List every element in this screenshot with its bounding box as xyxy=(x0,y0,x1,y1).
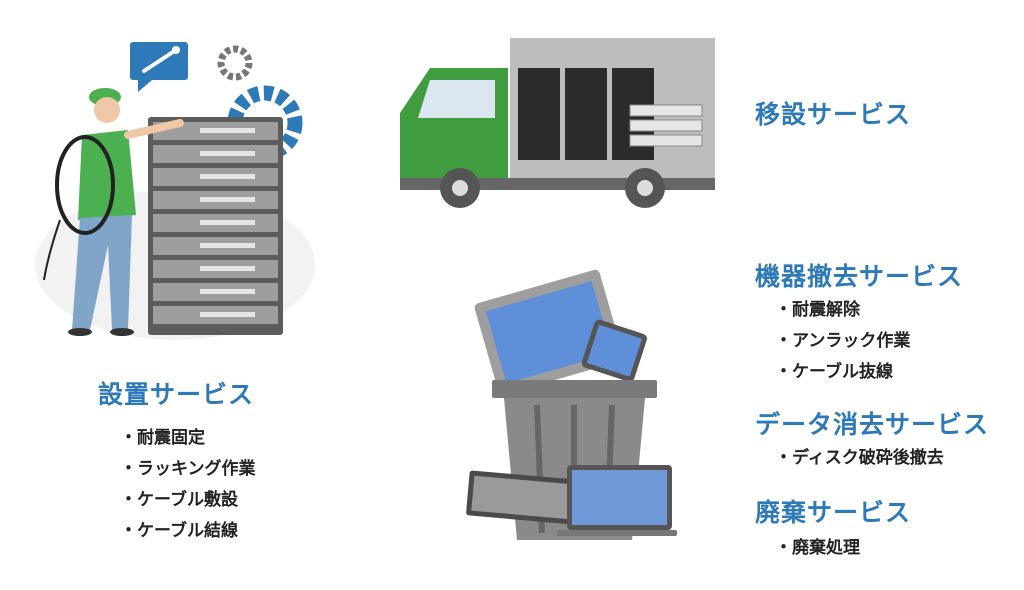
server-rack xyxy=(148,117,283,335)
disposal-service-list: ・廃棄処理 xyxy=(775,533,860,564)
list-item: ・ケーブル抜線 xyxy=(775,362,893,382)
list-item: ・ケーブル敷設 xyxy=(120,490,238,510)
list-item: ・廃棄処理 xyxy=(775,538,860,558)
list-item: ・ディスク破砕後撤去 xyxy=(775,448,944,468)
list-item: ・耐震固定 xyxy=(120,428,205,448)
data-erasure-service-list: ・ディスク破砕後撤去 xyxy=(775,443,944,474)
truck-illustration xyxy=(400,38,715,208)
disposal-service-title: 廃棄サービス xyxy=(755,498,912,527)
list-item: ・ラッキング作業 xyxy=(120,459,256,479)
trash-bin-illustration xyxy=(466,269,677,540)
installation-service-title: 設置サービス xyxy=(98,380,255,409)
gear-icon xyxy=(217,45,253,81)
technician-illustration xyxy=(35,42,315,340)
installation-service-list: ・耐震固定 ・ラッキング作業 ・ケーブル敷設 ・ケーブル結線 xyxy=(120,423,256,547)
list-item: ・ケーブル結線 xyxy=(120,521,238,541)
wrench-icon xyxy=(130,42,188,92)
list-item: ・アンラック作業 xyxy=(775,331,911,351)
list-item: ・耐震解除 xyxy=(775,300,860,320)
removal-service-title: 機器撤去サービス xyxy=(755,262,964,291)
removal-service-list: ・耐震解除 ・アンラック作業 ・ケーブル抜線 xyxy=(775,295,910,388)
technician-figure xyxy=(43,88,184,336)
data-erasure-service-title: データ消去サービス xyxy=(755,410,990,439)
relocation-service-title: 移設サービス xyxy=(755,100,912,129)
